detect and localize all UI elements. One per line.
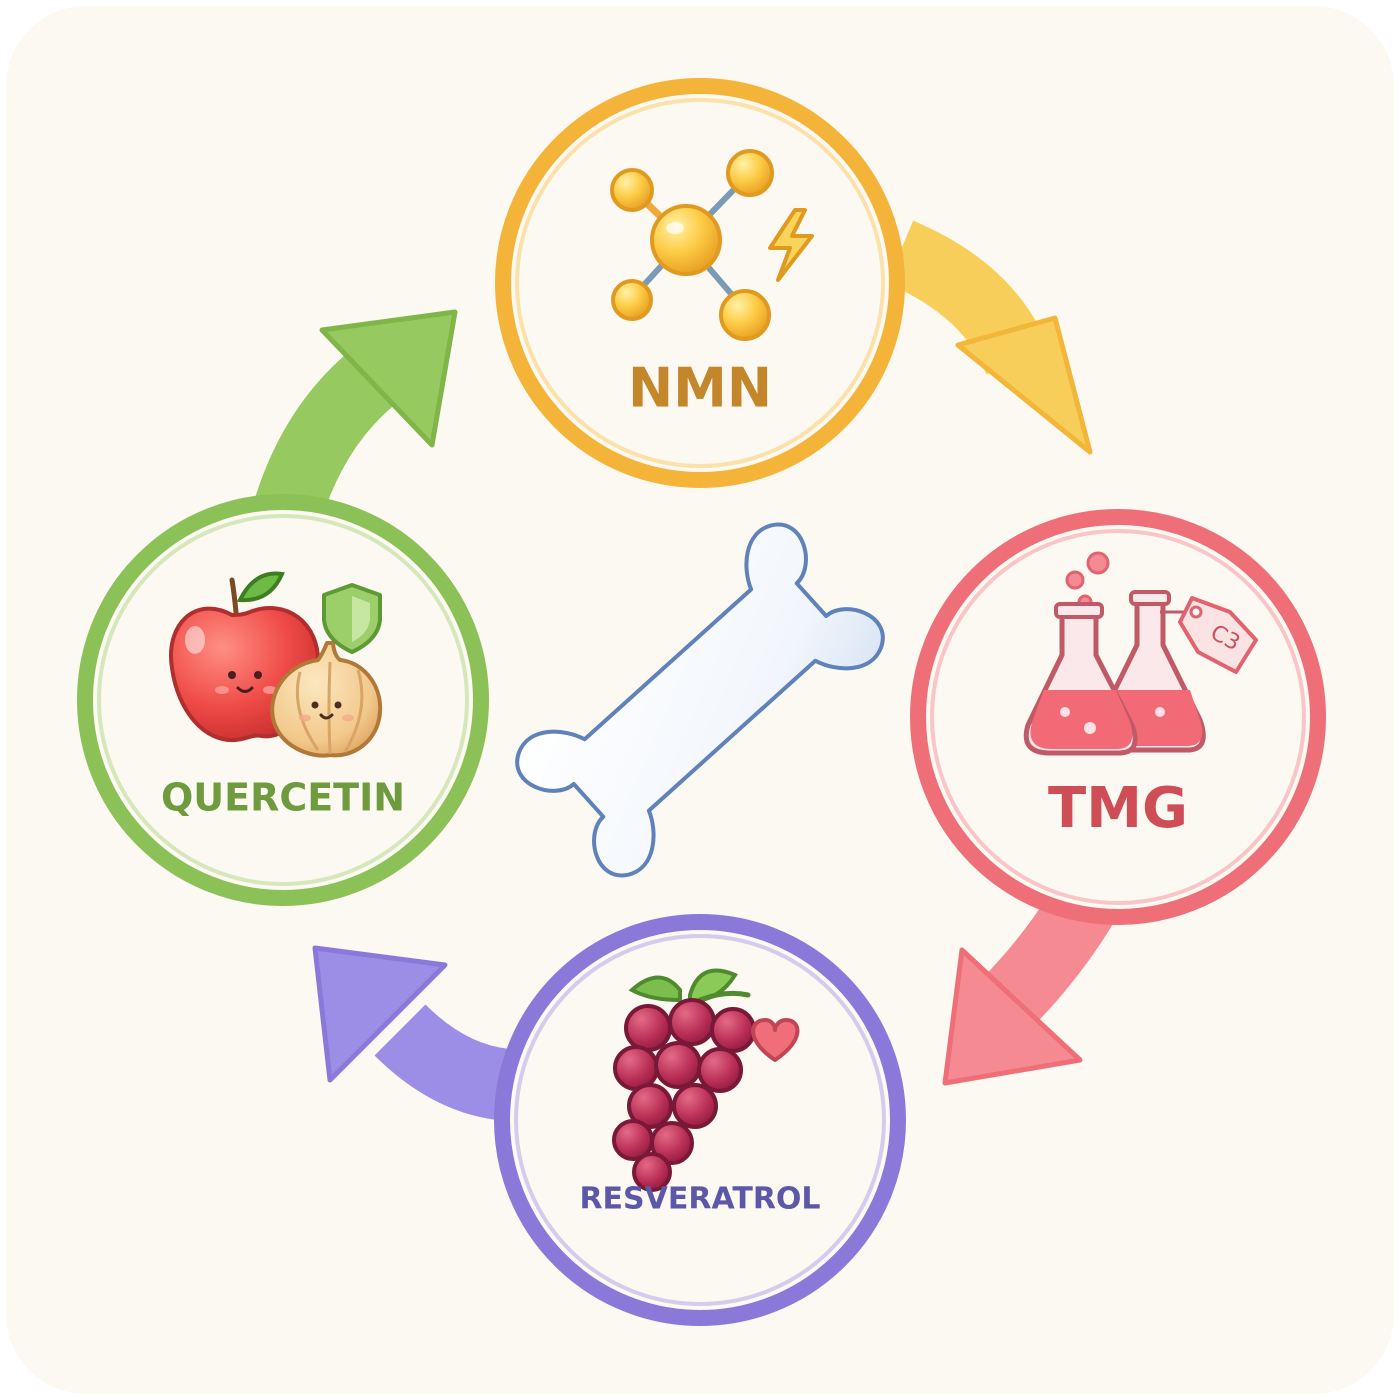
arrow-nmn-to-tmg xyxy=(886,220,1093,455)
node-quercetin: QUERCETIN xyxy=(77,494,489,906)
node-resveratrol: RESVERATROL xyxy=(494,914,906,1326)
node-label-tmg: TMG xyxy=(1048,776,1188,841)
node-label-nmn: NMN xyxy=(628,357,772,420)
molecule-lightning-icon xyxy=(610,149,814,341)
node-label-resveratrol: RESVERATROL xyxy=(579,1182,820,1217)
node-label-quercetin: QUERCETIN xyxy=(161,776,405,820)
flasks-tag-icon: C3 xyxy=(1023,551,1258,756)
node-tmg: C3 TMG xyxy=(910,509,1326,925)
bone-icon xyxy=(515,522,885,878)
grapes-heart-icon xyxy=(612,968,800,1192)
node-nmn: NMN xyxy=(495,78,905,488)
apple-onion-shield-icon xyxy=(169,571,383,758)
